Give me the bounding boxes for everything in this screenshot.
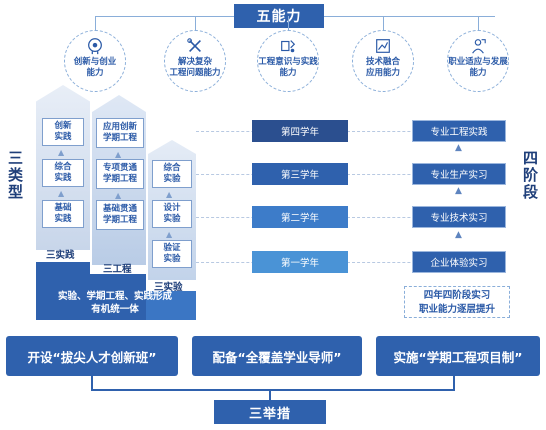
three-measures-title: 三举措	[214, 400, 326, 424]
stage-enterprise-experience: 企业体验实习	[412, 251, 506, 273]
practice-cell-innovation: 创新 实践	[42, 118, 84, 146]
ability-label: 工程意识与实践 能力	[258, 57, 318, 78]
four-stages-label: 四阶段	[521, 150, 539, 201]
practice-cell-comprehensive: 综合 实践	[42, 159, 84, 187]
arrow-up-icon: ▲	[115, 150, 122, 159]
connector-stub	[383, 16, 384, 32]
stage-professional-engineering: 专业工程实践	[412, 120, 506, 142]
ability-tech-integration: 技术融合 应用能力	[352, 30, 414, 92]
ability-complex-problems: 解决复杂 工程问题能力	[164, 30, 226, 92]
arrow-up-icon: ▲	[58, 189, 65, 198]
engineering-icon	[281, 40, 296, 53]
arrow-up-icon: ▲	[166, 230, 173, 239]
ability-label: 技术融合 应用能力	[365, 57, 400, 78]
arrow-up-icon: ▲	[455, 143, 462, 153]
engineering-column-label: 三工程	[103, 264, 132, 275]
experiment-cell-verification: 验证 实验	[152, 240, 192, 268]
year-1: 第一学年	[252, 251, 348, 273]
measure-innovation-class: 开设“拔尖人才创新班”	[6, 336, 178, 376]
year-4: 第四学年	[252, 120, 348, 142]
engineering-cell-applied: 应用创新 学期工程	[96, 118, 144, 148]
experiment-column-label: 三实验	[154, 282, 183, 293]
guide-line	[196, 174, 506, 175]
engineering-cell-basic: 基础贯通 学期工程	[96, 200, 144, 230]
practice-column-label: 三实践	[46, 250, 75, 261]
tools-icon	[187, 38, 201, 52]
measure-academic-tutor: 配备“全覆盖学业导师”	[192, 336, 362, 376]
arrow-up-icon: ▲	[455, 230, 462, 240]
base-unity-text: 实验、学期工程、实践形成 有机统一体	[57, 291, 172, 315]
innovation-head-icon	[88, 38, 102, 55]
stage-production-internship: 专业生产实习	[412, 163, 506, 185]
year-2: 第二学年	[252, 206, 348, 228]
five-abilities-title: 五能力	[234, 4, 324, 28]
year-3: 第三学年	[252, 163, 348, 185]
stages-note: 四年四阶段实习 职业能力逐层提升	[404, 286, 510, 318]
arrow-up-icon: ▲	[58, 148, 65, 157]
experiment-cell-design: 设计 实验	[152, 200, 192, 228]
arrow-up-icon: ▲	[115, 191, 122, 200]
ability-label: 职业适应与发展 能力	[448, 57, 508, 78]
base-step-3	[146, 291, 196, 320]
guide-line	[196, 217, 506, 218]
base-step-2	[90, 274, 146, 320]
chart-icon	[376, 39, 390, 53]
base-step-1	[36, 262, 90, 320]
ability-innovation: 创新与创业 能力	[64, 30, 126, 92]
engineering-cell-special: 专项贯通 学期工程	[96, 159, 144, 189]
ability-label: 创新与创业 能力	[73, 57, 117, 78]
guide-line	[196, 262, 506, 263]
connector-stub	[478, 16, 479, 32]
stage-technical-internship: 专业技术实习	[412, 206, 506, 228]
measure-semester-project: 实施“学期工程项目制”	[376, 336, 540, 376]
practice-cell-basic: 基础 实践	[42, 200, 84, 228]
experiment-cell-comprehensive: 综合 实验	[152, 160, 192, 188]
arrow-up-icon: ▲	[166, 190, 173, 199]
arrow-up-icon: ▲	[455, 186, 462, 196]
three-types-label: 三类型	[6, 150, 24, 201]
guide-line	[196, 131, 506, 132]
ability-label: 解决复杂 工程问题能力	[169, 57, 221, 78]
ability-career: 职业适应与发展 能力	[447, 30, 509, 92]
connector-stub	[95, 16, 96, 32]
connector-stub	[288, 16, 289, 32]
career-person-icon	[472, 39, 486, 54]
connector-stub	[195, 16, 196, 32]
ability-engineering-practice: 工程意识与实践 能力	[257, 30, 319, 92]
